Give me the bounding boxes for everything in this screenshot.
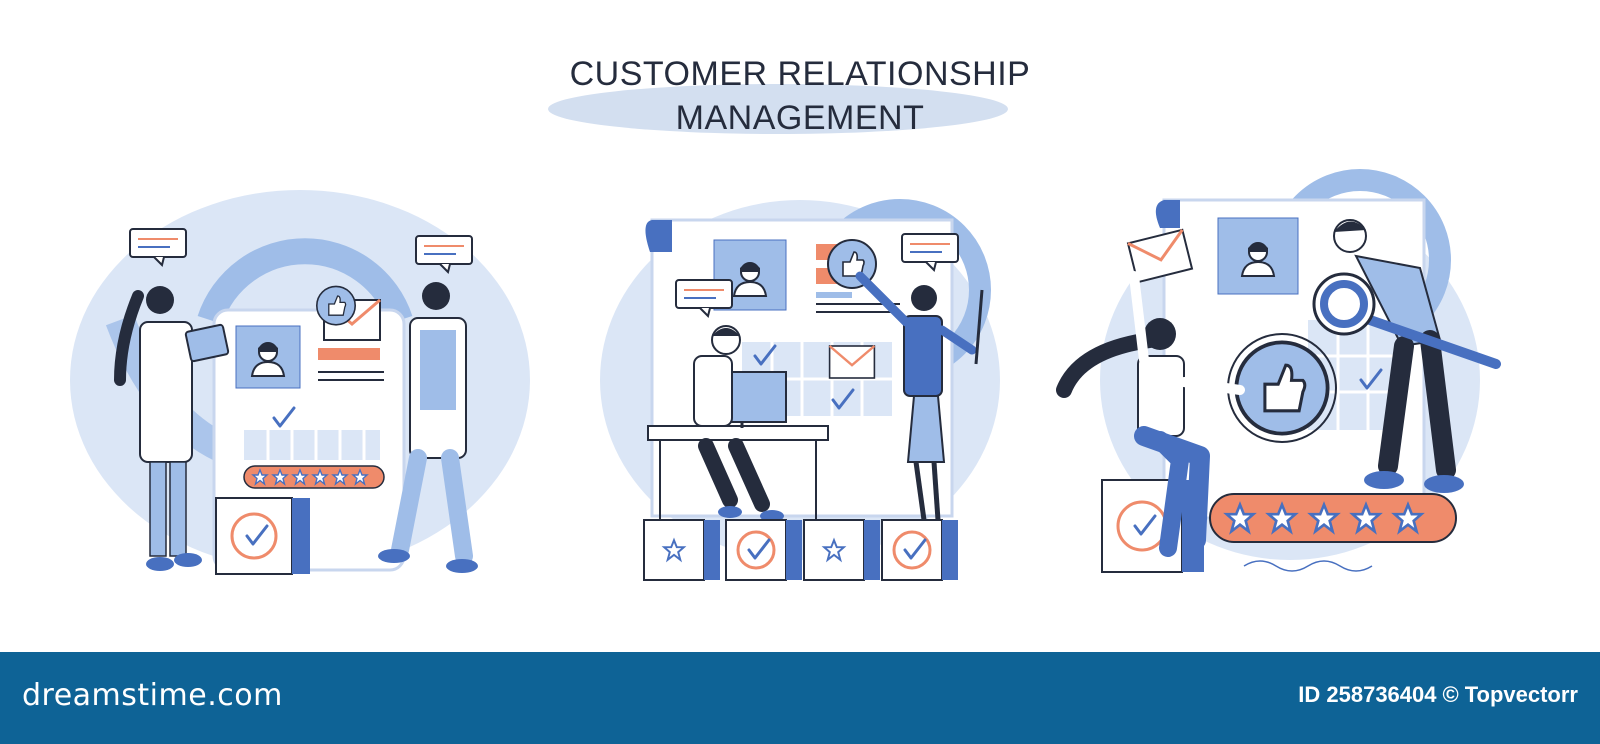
- copyright-icon: ©: [1442, 682, 1459, 707]
- magnifier-scene: [1056, 169, 1501, 573]
- office-desk-scene: [600, 199, 1000, 581]
- scene3-man-with-magnifier: [1312, 219, 1501, 493]
- scene1-calendar-grid: [244, 430, 380, 460]
- doctors-review-scene: [70, 190, 530, 575]
- scenes-svg: [70, 169, 1501, 581]
- scene1-arc: [197, 238, 413, 325]
- scene3-seated-woman: [1056, 271, 1245, 557]
- scene3-profile-card-icon: [1217, 217, 1299, 295]
- scene1-doctor-woman: [114, 286, 230, 571]
- scene2-envelope-icon: [828, 344, 876, 380]
- scene1-doctor-man: [378, 282, 478, 573]
- title-line-1: CUSTOMER RELATIONSHIP: [569, 55, 1031, 93]
- brand-logo: dreamstime.com: [22, 678, 283, 713]
- scene1-orange-bar: [318, 348, 380, 360]
- illustration-canvas: CUSTOMER RELATIONSHIP MANAGEMENT: [0, 52, 1600, 581]
- image-meta: ID 258736404©Topvectorr: [1292, 682, 1578, 708]
- title-line-2: MANAGEMENT: [675, 99, 925, 137]
- scene1-check-box: [215, 497, 293, 575]
- scene1-like-icon: [316, 285, 357, 326]
- stock-footer: dreamstime.com ID 258736404©Topvectorr: [0, 652, 1600, 744]
- image-id: ID 258736404: [1298, 682, 1437, 707]
- author-name: Topvectorr: [1464, 682, 1578, 707]
- scene2-monitor: [723, 371, 787, 423]
- scene2-rating-cubes: [643, 519, 958, 581]
- page-title: CUSTOMER RELATIONSHIP MANAGEMENT: [0, 52, 1600, 140]
- scene2-standing-woman: [855, 271, 984, 521]
- scene2-desk: [647, 425, 829, 441]
- scene3-like-icon: [1234, 340, 1330, 436]
- title-highlight-blob: [548, 84, 1008, 134]
